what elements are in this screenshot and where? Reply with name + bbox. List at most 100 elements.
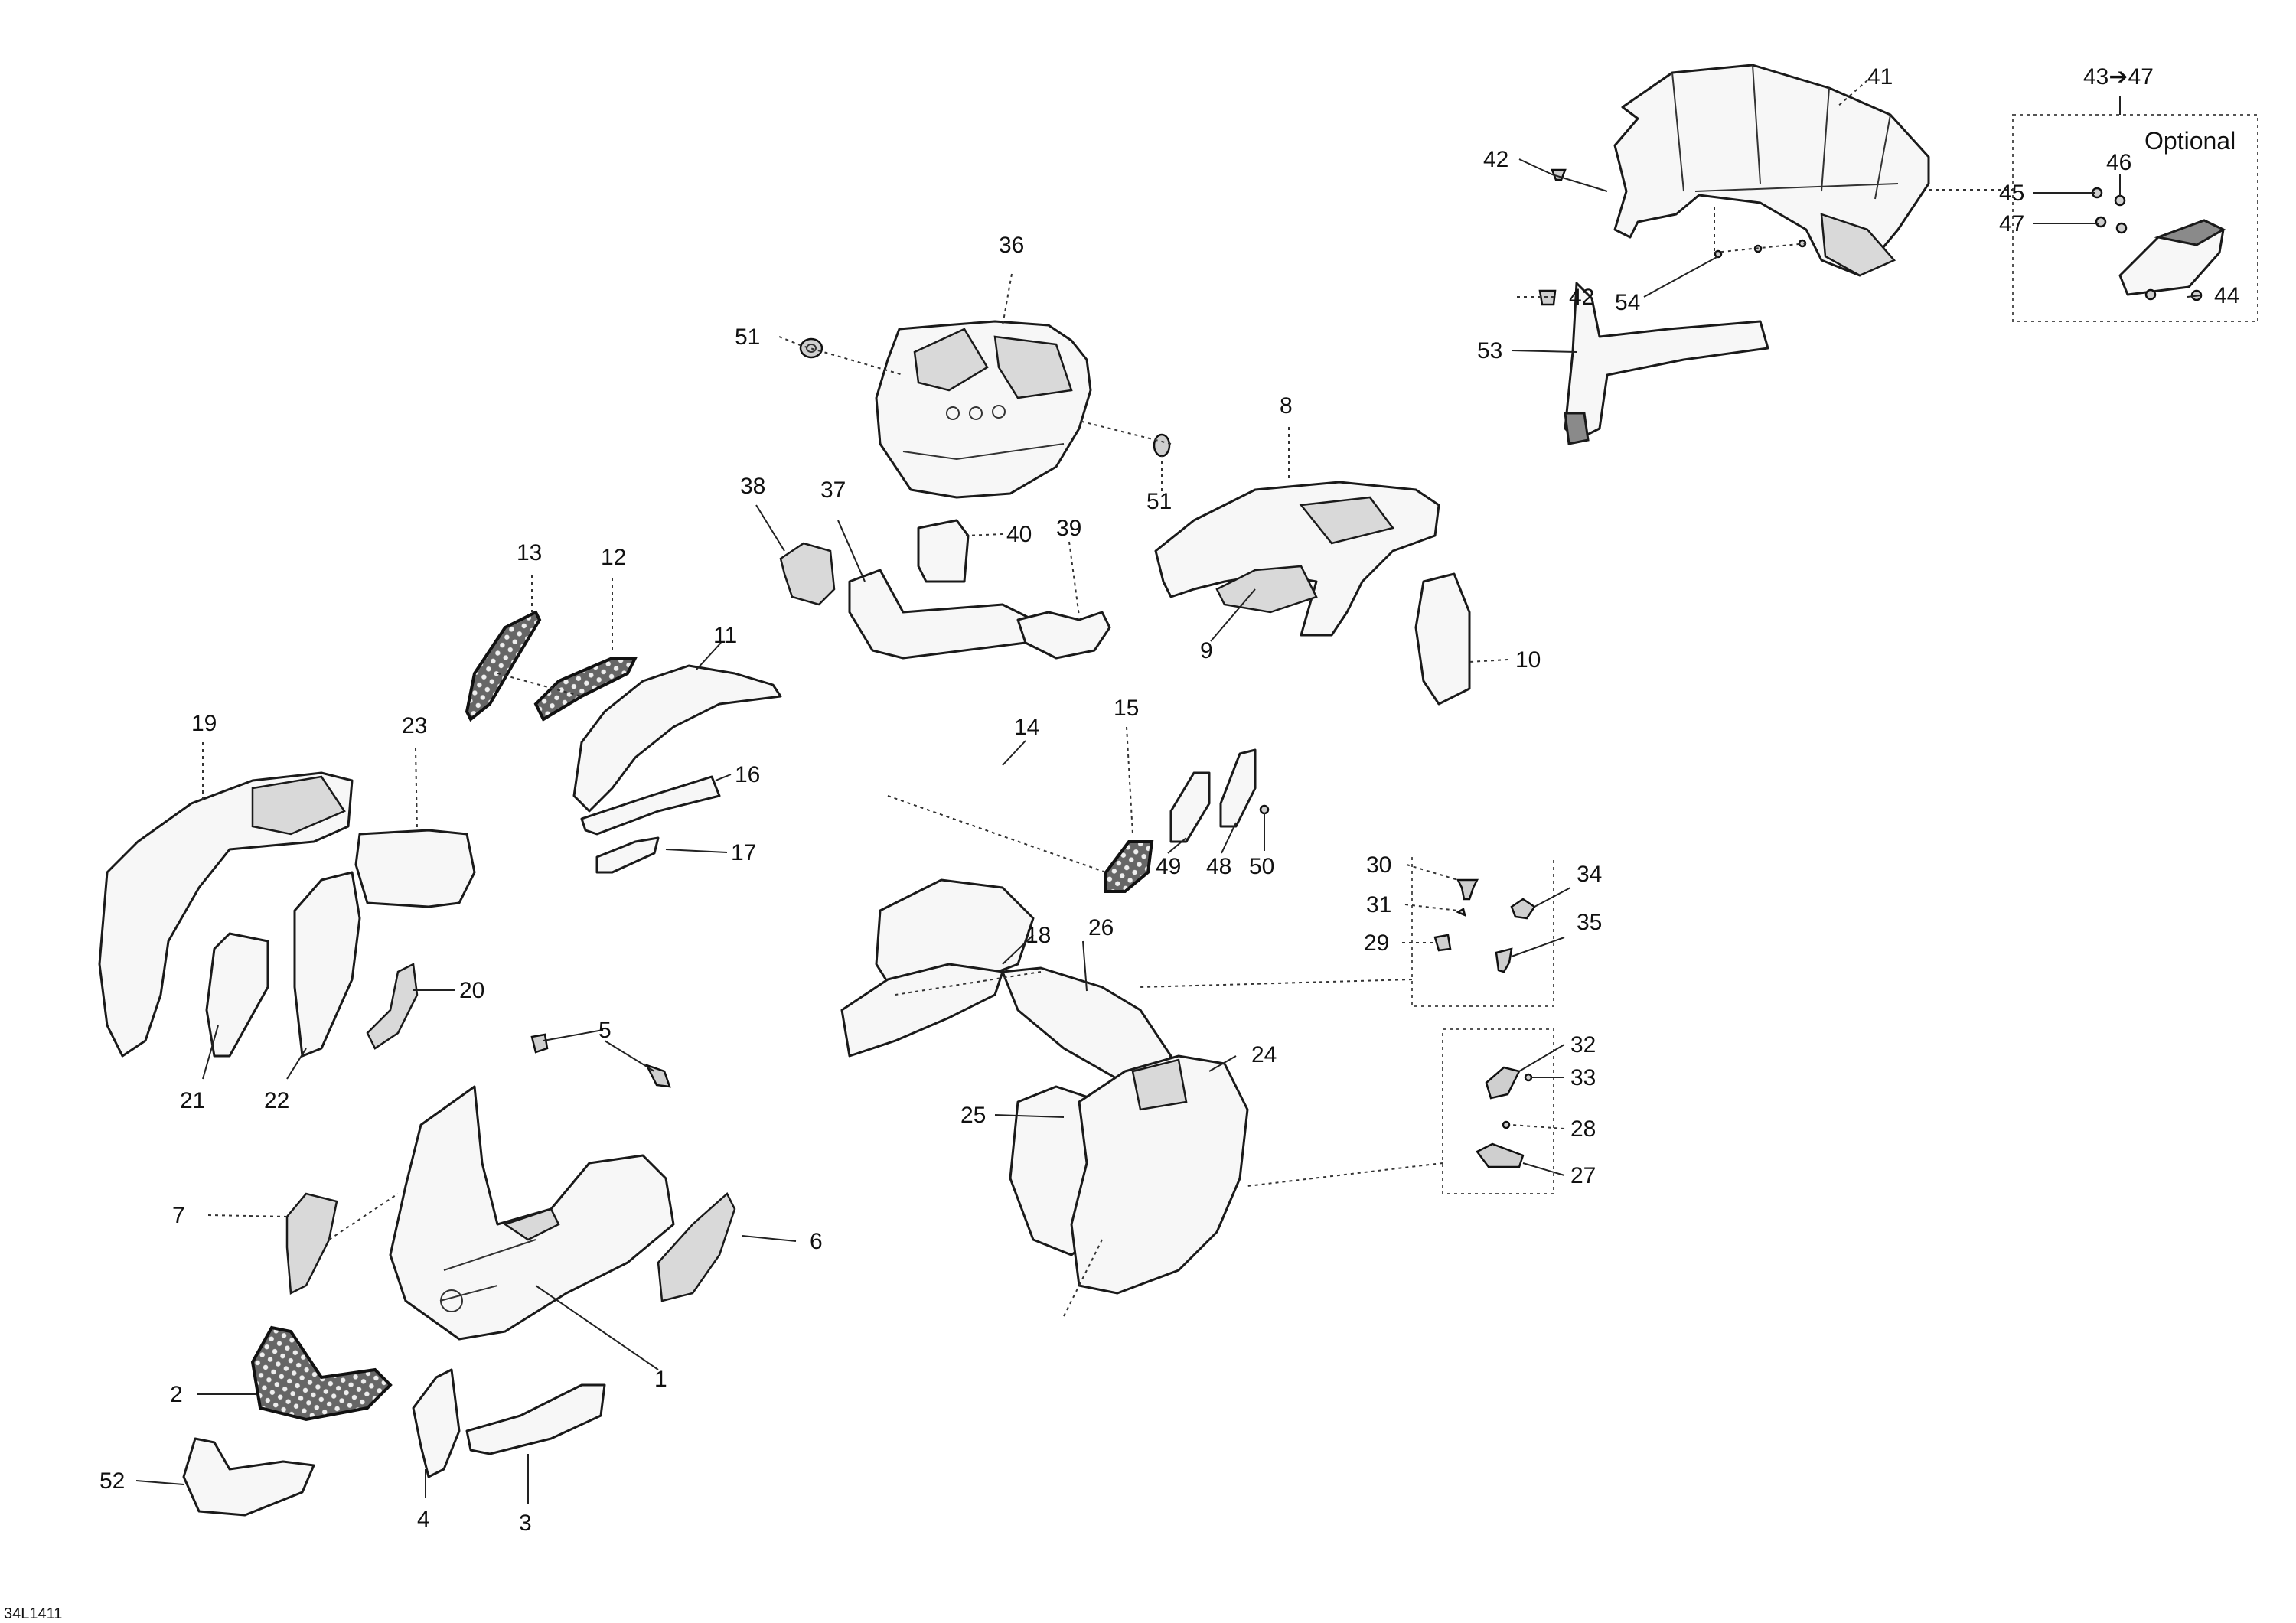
part-36-instrument-panel — [875, 320, 1092, 499]
part-33-washer — [1524, 1073, 1533, 1082]
callout-24: 24 — [1251, 1042, 1277, 1067]
part-38-bracket — [779, 542, 836, 606]
part-49-plate — [1169, 771, 1211, 843]
callout-41: 41 — [1867, 64, 1893, 90]
part-24-side-panel — [1070, 1054, 1249, 1295]
callout-16: 16 — [735, 762, 760, 787]
callout-50: 50 — [1249, 854, 1274, 879]
part-8-console — [1154, 481, 1440, 637]
callout-28: 28 — [1570, 1116, 1596, 1142]
callout-42-lower: 42 — [1569, 285, 1594, 310]
part-27-latch-group-box — [1442, 1028, 1554, 1194]
callout-29: 29 — [1364, 930, 1389, 956]
callout-35: 35 — [1577, 910, 1602, 935]
callout-25: 25 — [960, 1103, 986, 1128]
callout-34: 34 — [1577, 862, 1602, 887]
part-15-grille — [1104, 840, 1154, 893]
part-5-screw-left — [530, 1033, 549, 1054]
part-13-grille — [465, 610, 542, 722]
callout-54: 54 — [1615, 290, 1640, 315]
callout-36: 36 — [999, 233, 1024, 258]
part-29-35-hardware-box — [1411, 857, 1554, 1007]
callout-49: 49 — [1156, 854, 1181, 879]
callout-12: 12 — [601, 545, 626, 570]
callout-39: 39 — [1056, 516, 1081, 541]
callout-11: 11 — [713, 623, 737, 648]
callout-42-upper: 42 — [1483, 147, 1508, 172]
part-20-bracket — [366, 963, 419, 1050]
drawing-code: 34L1411 — [4, 1605, 62, 1622]
callout-51-right: 51 — [1146, 489, 1172, 514]
callout-4: 4 — [417, 1507, 430, 1532]
leader-lines — [135, 80, 2202, 1504]
callout-2: 2 — [170, 1382, 183, 1407]
part-48-plate — [1219, 748, 1257, 828]
parts-45-47-hardware — [2091, 187, 2157, 301]
part-17-trim — [595, 836, 660, 874]
part-12-grille — [533, 657, 638, 722]
part-39-trim — [1016, 611, 1111, 660]
part-3-vent — [465, 1383, 606, 1455]
part-41-windshield — [1613, 64, 1930, 277]
optional-range-label: 43➔47 — [2083, 64, 2154, 90]
callout-19: 19 — [191, 711, 217, 736]
part-9-pad — [1215, 565, 1318, 614]
callout-22: 22 — [264, 1088, 289, 1113]
callout-32: 32 — [1570, 1032, 1596, 1058]
callout-23: 23 — [402, 713, 427, 738]
part-7-bracket — [285, 1192, 338, 1295]
part-10-side — [1414, 572, 1471, 706]
part-16-trim — [580, 775, 721, 836]
part-29-nut — [1433, 934, 1452, 952]
part-21-side — [205, 932, 269, 1058]
part-22-side — [293, 871, 361, 1058]
callout-53: 53 — [1477, 338, 1502, 363]
callout-40: 40 — [1006, 522, 1032, 547]
callout-48: 48 — [1206, 854, 1231, 879]
callout-21: 21 — [180, 1088, 205, 1113]
callout-13: 13 — [517, 540, 542, 565]
part-34-clip — [1510, 898, 1536, 920]
callout-8: 8 — [1280, 393, 1293, 419]
callout-17: 17 — [731, 840, 756, 865]
part-37-trim — [848, 569, 1035, 660]
part-53-deflector — [1564, 282, 1769, 445]
callout-18: 18 — [1026, 923, 1051, 948]
part-28-pin — [1502, 1120, 1511, 1129]
callout-6: 6 — [810, 1229, 823, 1254]
callout-37: 37 — [820, 477, 846, 503]
part-35-bolt — [1495, 947, 1513, 973]
part-11-bezel — [572, 664, 782, 813]
callout-3: 3 — [519, 1511, 532, 1536]
callout-30: 30 — [1366, 852, 1391, 878]
callout-45: 45 — [1999, 181, 2024, 206]
callout-38: 38 — [740, 474, 765, 499]
callout-5: 5 — [598, 1018, 612, 1043]
part-51-grommet-right — [1153, 433, 1171, 458]
callout-31: 31 — [1366, 892, 1391, 917]
part-52-grille-frame — [182, 1437, 315, 1517]
part-6-vent — [657, 1191, 736, 1302]
callout-33: 33 — [1570, 1065, 1596, 1090]
callout-20: 20 — [459, 978, 484, 1003]
part-50-fastener — [1259, 804, 1270, 815]
part-32-latch — [1485, 1066, 1521, 1100]
part-44-mirror — [2118, 219, 2226, 301]
callout-44: 44 — [2214, 283, 2239, 308]
callout-27: 27 — [1570, 1163, 1596, 1188]
callout-51-left: 51 — [735, 324, 760, 350]
part-23-pad — [354, 829, 476, 908]
part-4-vent — [412, 1368, 461, 1478]
part-19-left-panel — [98, 771, 354, 1058]
part-18-lower-panel — [840, 963, 1004, 1058]
callout-46: 46 — [2106, 150, 2131, 175]
callout-1: 1 — [654, 1367, 667, 1392]
part-40-pad — [917, 519, 970, 583]
part-30-screw — [1456, 878, 1479, 901]
optional-label: Optional — [2144, 127, 2236, 155]
part-1-front-fascia — [389, 1085, 675, 1341]
part-54-rivets — [1714, 207, 1807, 259]
callout-labels: 1 2 3 4 5 6 7 8 9 10 11 12 13 14 15 16 1… — [4, 64, 2239, 1622]
callout-14: 14 — [1014, 715, 1039, 740]
